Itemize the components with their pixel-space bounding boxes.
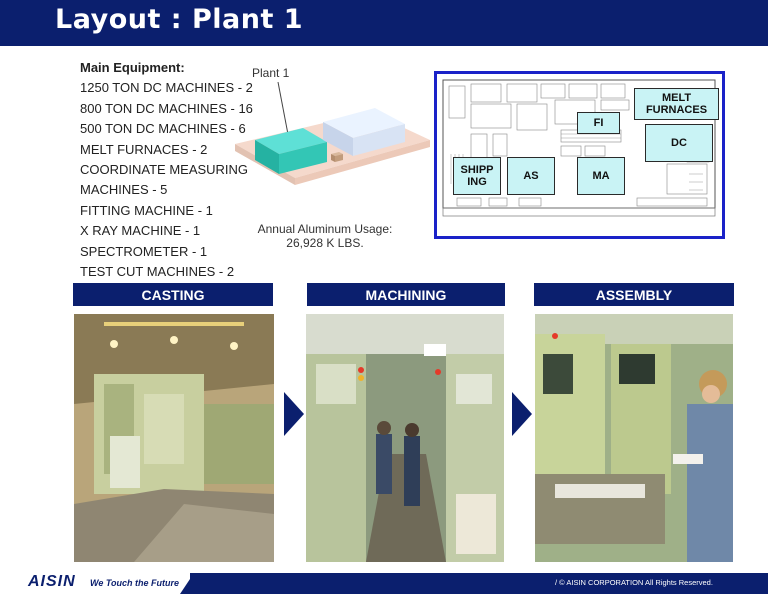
copyright: / © AISIN CORPORATION All Rights Reserve…	[555, 578, 713, 587]
equipment-item: 800 TON DC MACHINES - 16	[80, 100, 253, 116]
tagline: We Touch the Future	[90, 578, 179, 588]
page-title: Layout : Plant 1	[55, 4, 304, 35]
usage-value: 26,928 K LBS.	[286, 236, 364, 250]
zone-ma: MA	[577, 157, 625, 195]
assembly-photo	[535, 314, 733, 562]
casting-photo	[74, 314, 274, 562]
usage-label: Annual Aluminum Usage:	[257, 222, 393, 236]
arrow-right-icon	[284, 392, 304, 436]
machining-header: MACHINING	[307, 283, 505, 306]
equipment-heading: Main Equipment:	[80, 60, 185, 75]
equipment-item: 1250 TON DC MACHINES - 2	[80, 80, 253, 96]
equipment-item: X RAY MACHINE - 1	[80, 223, 201, 239]
equipment-item: SPECTROMETER - 1	[80, 243, 208, 259]
equipment-item: TEST CUT MACHINES - 2	[80, 264, 235, 280]
plant-label: Plant 1	[252, 66, 290, 80]
arrow-right-icon	[512, 392, 532, 436]
aluminum-usage: Annual Aluminum Usage: 26,928 K LBS.	[248, 222, 402, 250]
equipment-item: 500 TON DC MACHINES - 6	[80, 121, 246, 137]
zone-melt-furnaces: MELT FURNACES	[634, 88, 719, 120]
zone-dc: DC	[645, 124, 713, 162]
floor-layout: MELT FURNACES DC FI SHIPP ING AS MA	[434, 71, 725, 239]
plant-illustration	[235, 82, 430, 185]
aisin-logo: AISIN	[28, 573, 76, 590]
zone-fi: FI	[577, 112, 620, 134]
equipment-item: MELT FURNACES - 2	[80, 141, 208, 157]
casting-header: CASTING	[73, 283, 273, 306]
zone-shipping: SHIPP ING	[453, 157, 501, 195]
equipment-item: COORDINATE MEASURING MACHINES - 5	[80, 162, 249, 198]
equipment-item: FITTING MACHINE - 1	[80, 202, 213, 218]
footer-bar	[190, 573, 768, 594]
equipment-list: Main Equipment: 1250 TON DC MACHINES - 2…	[80, 58, 270, 282]
machining-photo	[306, 314, 504, 562]
title-bar	[0, 0, 768, 46]
assembly-header: ASSEMBLY	[534, 283, 734, 306]
zone-as: AS	[507, 157, 555, 195]
